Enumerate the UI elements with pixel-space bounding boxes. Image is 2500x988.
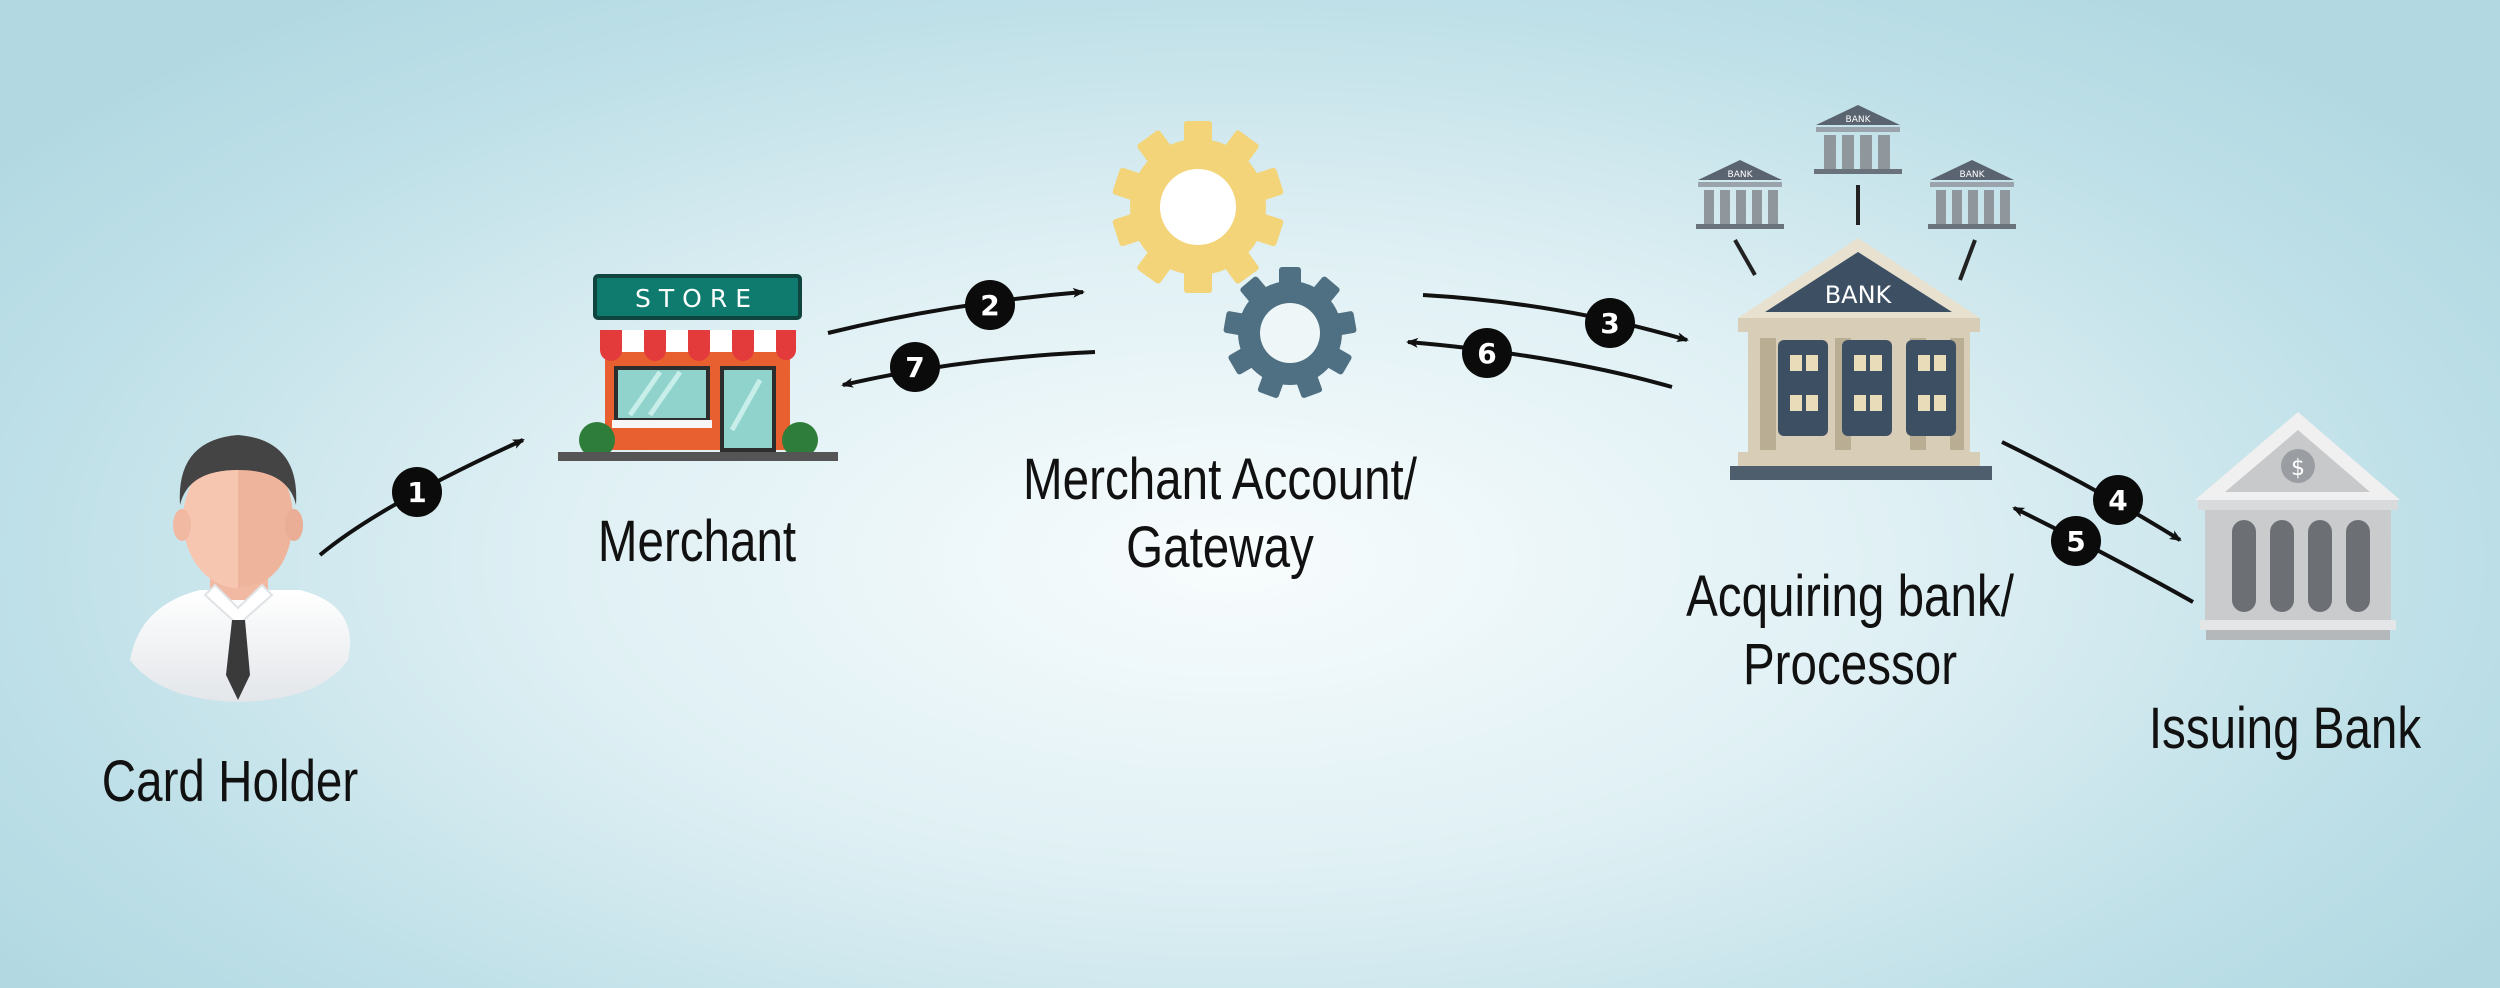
svg-text:BANK: BANK [1728, 170, 1754, 180]
arrow-step-5 [2012, 506, 2194, 604]
acquiring-bank-label: Acquiring bank/ Processor [1686, 564, 2014, 697]
svg-text:6: 6 [1477, 337, 1496, 370]
step-badges: 1 2 3 4 5 6 7 [392, 280, 2143, 566]
bank-sign-text: BANK [1825, 281, 1893, 309]
gears-icon [1112, 121, 1357, 398]
issuing-bank-label: Issuing Bank [2148, 696, 2422, 761]
step-badge-4: 4 [2093, 475, 2143, 525]
step-badge-5: 5 [2051, 516, 2101, 566]
svg-text:5: 5 [2066, 525, 2085, 558]
arrow-step-3 [1422, 293, 1689, 343]
gateway-label: Merchant Account/ Gateway [1023, 447, 1417, 580]
svg-text:4: 4 [2108, 484, 2127, 517]
store-sign-text: STORE [635, 284, 759, 313]
svg-text:3: 3 [1600, 307, 1619, 340]
step-badge-3: 3 [1585, 298, 1635, 348]
svg-text:2: 2 [980, 289, 999, 322]
step-badge-7: 7 [890, 342, 940, 392]
branch-bank-icon: BANK [1696, 160, 1784, 229]
acquiring-bank-icon: BANK [1730, 238, 1992, 480]
step-badge-6: 6 [1462, 328, 1512, 378]
branch-connector-lines [1733, 185, 1977, 281]
step-badge-1: 1 [392, 467, 442, 517]
branch-bank-icon: BANK [1928, 160, 2016, 229]
card-holder-label: Card Holder [101, 749, 359, 814]
svg-text:BANK: BANK [1846, 115, 1872, 125]
arrow-step-7 [841, 350, 1096, 388]
arrow-step-2 [827, 287, 1085, 335]
card-holder-icon [130, 435, 350, 702]
svg-text:BANK: BANK [1960, 170, 1986, 180]
store-icon: STORE [558, 274, 838, 461]
merchant-label: Merchant [597, 509, 797, 574]
dollar-icon: $ [2291, 456, 2305, 481]
branch-bank-icon: BANK [1814, 105, 1902, 174]
arrow-step-6 [1406, 337, 1673, 389]
svg-text:7: 7 [905, 351, 924, 384]
step-badge-2: 2 [965, 280, 1015, 330]
issuing-bank-icon: $ [2195, 412, 2400, 640]
svg-text:1: 1 [407, 476, 426, 509]
